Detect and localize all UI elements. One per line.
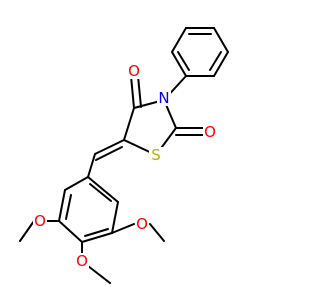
bond <box>94 139 125 155</box>
label-background <box>135 216 149 232</box>
bond-inner <box>209 51 222 71</box>
bond <box>149 223 165 242</box>
bond <box>137 75 142 108</box>
bond <box>64 176 89 191</box>
ring-nitrogen-label: N <box>158 89 169 107</box>
bond <box>87 265 111 284</box>
label-background <box>149 147 163 163</box>
bond <box>58 189 66 222</box>
ketone-oxygen-label: O <box>128 62 140 80</box>
bond-inner <box>65 194 72 220</box>
bond <box>111 201 119 234</box>
methoxy-oxygen-bottom-label: O <box>76 252 88 270</box>
label-background <box>33 213 47 229</box>
molecule-structure: O N O S O O O <box>19 27 229 284</box>
ring-sulfur-label: S <box>151 146 161 164</box>
bond <box>81 232 113 243</box>
label-background <box>157 90 171 106</box>
bond <box>19 220 35 242</box>
bond <box>171 27 187 53</box>
bond <box>87 153 96 178</box>
bond <box>213 27 229 53</box>
carbonyl-oxygen-label: O <box>204 123 216 141</box>
label-background <box>75 253 89 269</box>
bond-inner <box>177 51 190 71</box>
bond <box>123 107 135 141</box>
bond-inner <box>89 183 112 202</box>
methoxy-oxygen-right-label: O <box>136 215 148 233</box>
bond-inner <box>84 228 109 237</box>
methoxy-oxygen-left-label: O <box>34 212 46 230</box>
bond <box>213 51 229 77</box>
atom-label-layer: O N O S O O O <box>33 62 217 270</box>
bond <box>111 223 135 234</box>
bond <box>130 75 135 109</box>
bond <box>95 146 123 161</box>
bond <box>171 51 187 77</box>
label-background <box>127 63 141 79</box>
bond <box>58 220 83 243</box>
bond-layer <box>19 27 229 284</box>
bond <box>87 176 119 203</box>
label-background <box>203 124 217 140</box>
